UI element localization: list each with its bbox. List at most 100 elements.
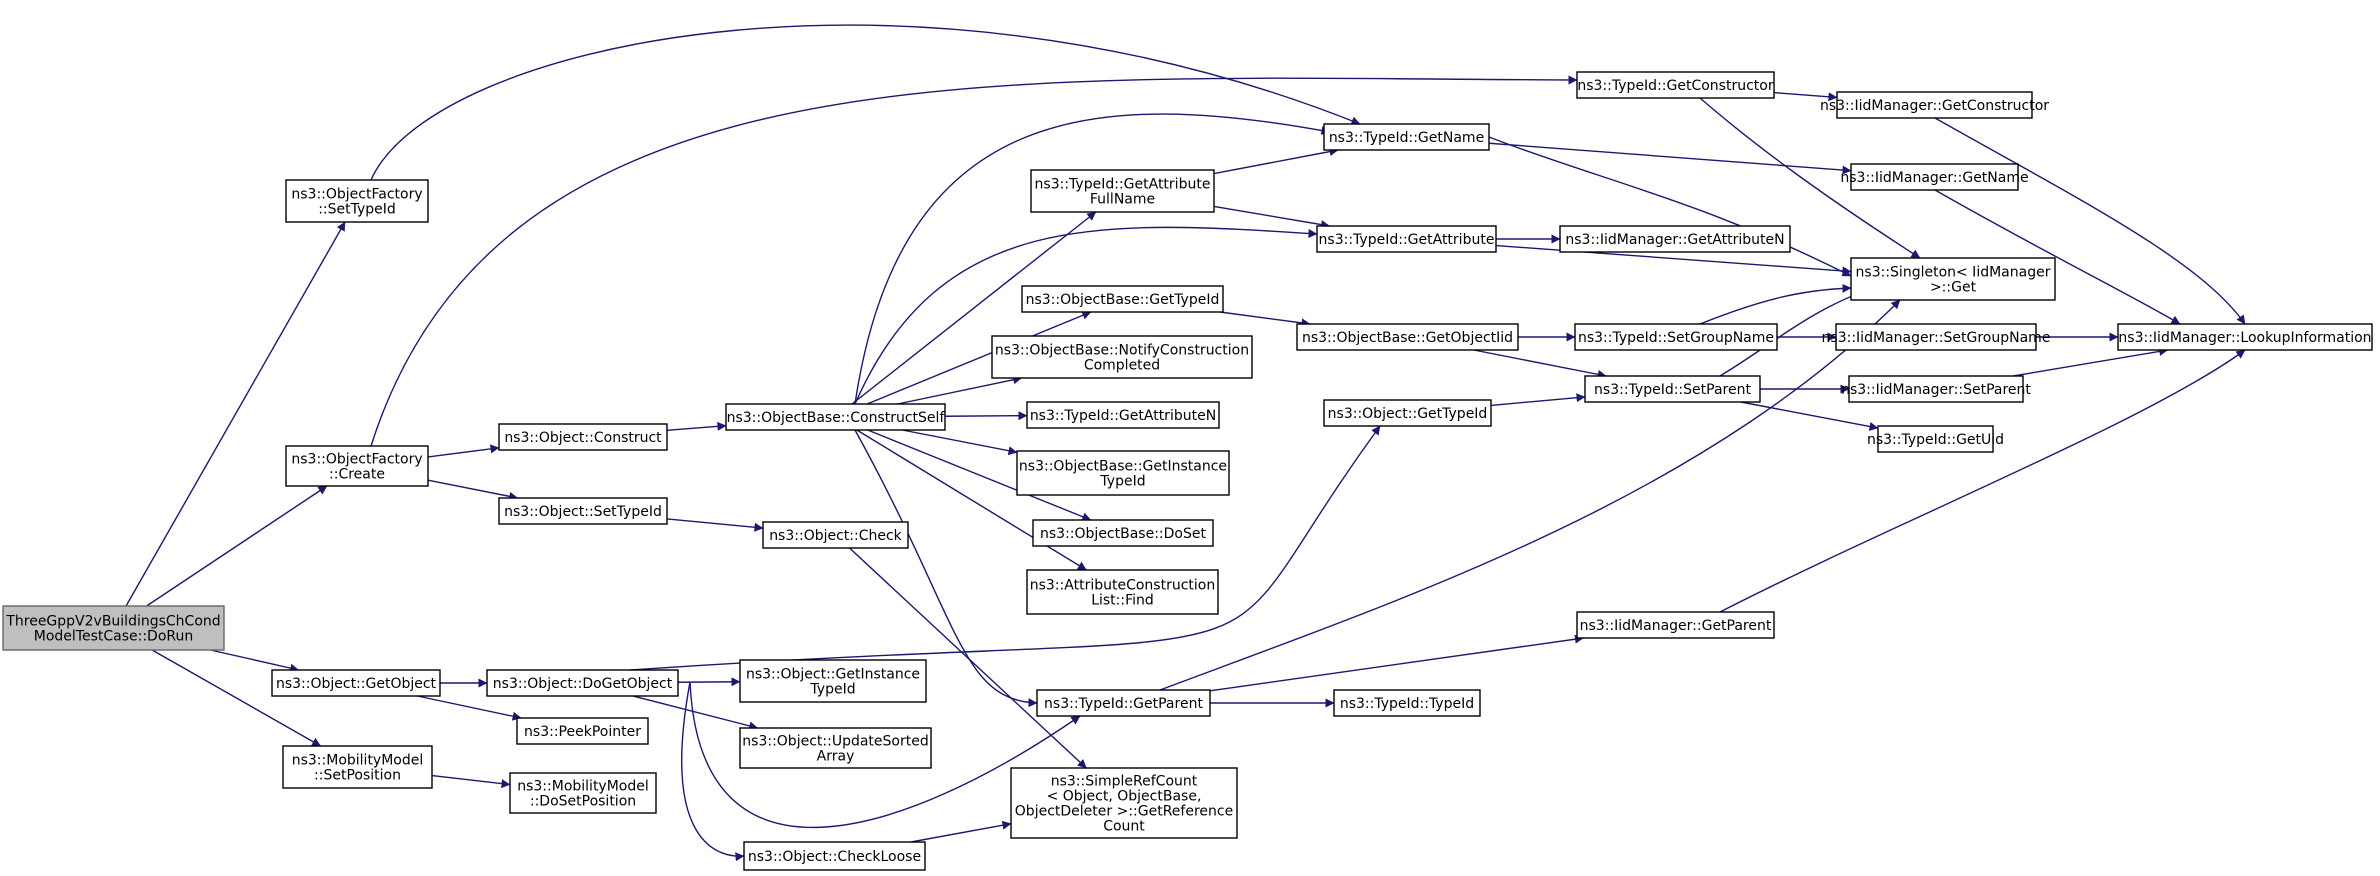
node-box [509, 772, 657, 814]
node-box [1559, 225, 1791, 253]
node-box [285, 179, 429, 223]
node-tid-getattributen[interactable]: ns3::TypeId::GetAttributeN [1026, 401, 1220, 429]
node-iid-setgroupname[interactable]: ns3::IidManager::SetGroupName [1822, 323, 2051, 351]
node-box [1850, 257, 2056, 301]
node-of-create[interactable]: ns3::ObjectFactory::Create [285, 445, 429, 487]
node-iid-getparent[interactable]: ns3::IidManager::GetParent [1576, 611, 1775, 639]
node-tid-typeid[interactable]: ns3::TypeId::TypeId [1333, 689, 1481, 717]
node-label: ns3::TypeId::GetName [1329, 130, 1484, 146]
node-singleton-get[interactable]: ns3::Singleton< IidManager >::Get [1850, 257, 2056, 301]
node-box [762, 521, 909, 549]
node-box [1026, 569, 1219, 615]
node-obj-checkloose[interactable]: ns3::Object::CheckLoose [743, 841, 926, 871]
node-label: ns3::TypeId::TypeId [1340, 696, 1474, 712]
node-label: ns3::Object::GetInstance [746, 667, 920, 683]
node-tid-getconstructor[interactable]: ns3::TypeId::GetConstructor [1576, 71, 1775, 99]
node-tid-setparent[interactable]: ns3::TypeId::SetParent [1584, 375, 1761, 403]
node-label: < Object, ObjectBase, [1047, 789, 1202, 805]
node-label: ns3::TypeId::GetAttribute [1035, 177, 1211, 193]
node-iid-setparent[interactable]: ns3::IidManager::SetParent [1841, 375, 2031, 403]
edge-ob-constructself-to-tid-getname [854, 113, 1331, 405]
node-iid-getconstructor[interactable]: ns3::IidManager::GetConstructor [1820, 91, 2049, 119]
node-peekpointer[interactable]: ns3::PeekPointer [516, 717, 649, 745]
edge-of-create-to-tid-getconstructor [370, 75, 1578, 447]
node-label: ns3::IidManager::GetAttributeN [1565, 232, 1784, 248]
edge-ob-constructself-to-ob-notifyconstructioncompleted [897, 375, 1023, 405]
node-box [1030, 169, 1215, 213]
node-iid-lookupinformation[interactable]: ns3::IidManager::LookupInformation [2117, 323, 2373, 351]
node-box [725, 403, 946, 431]
node-label: ns3::ObjectBase::GetTypeId [1026, 292, 1220, 308]
node-box [285, 445, 429, 487]
node-box [282, 745, 433, 789]
node-ob-getobjectiid[interactable]: ns3::ObjectBase::GetObjectIid [1296, 323, 1519, 351]
edge-of-settypeid-to-tid-getname [370, 24, 1361, 181]
node-obj-dogetobject[interactable]: ns3::Object::DoGetObject [486, 669, 679, 697]
node-box [2, 605, 225, 651]
edge-iid-getparent-to-iid-lookupinformation [1719, 349, 2246, 613]
node-label: Completed [1084, 358, 1160, 374]
edge-tid-setgroupname-to-singleton-get [1699, 283, 1852, 325]
edge-ob-constructself-to-tid-getattribute [854, 226, 1318, 405]
edge-ob-constructself-to-ob-doset [867, 429, 1092, 521]
node-tid-getname[interactable]: ns3::TypeId::GetName [1323, 123, 1490, 151]
node-label: ::DoSetPosition [530, 794, 636, 810]
node-obj-getobject[interactable]: ns3::Object::GetObject [271, 669, 441, 697]
node-label: ns3::Object::Construct [504, 430, 662, 446]
node-ob-doset[interactable]: ns3::ObjectBase::DoSet [1032, 519, 1214, 547]
node-ob-notifyconstructioncompleted[interactable]: ns3::ObjectBase::NotifyConstructionCompl… [991, 335, 1253, 379]
edge-ob-constructself-to-ob-getinstancetypeid [902, 429, 1018, 456]
edge-iid-getname-to-iid-lookupinformation [1934, 189, 2181, 325]
node-box [1848, 375, 2024, 403]
edge-ob-constructself-to-ob-gettypeid [866, 311, 1092, 405]
node-label: ns3::IidManager::GetName [1840, 170, 2028, 186]
nodes-layer: ThreeGppV2vBuildingsChCondModelTestCase:… [2, 71, 2373, 871]
node-label: ns3::Object::GetObject [276, 676, 437, 692]
node-label: >::Get [1930, 280, 1977, 296]
node-label: ns3::Object::DoGetObject [493, 676, 673, 692]
edge-root-to-of-create [146, 485, 328, 607]
node-tid-getattribute[interactable]: ns3::TypeId::GetAttribute [1316, 225, 1497, 253]
node-tid-setgroupname[interactable]: ns3::TypeId::SetGroupName [1574, 323, 1778, 351]
edge-tid-getname-to-iid-getname [1488, 142, 1852, 175]
edge-obj-gettypeid-to-tid-setparent [1490, 393, 1586, 407]
node-label: ns3::ObjectBase::ConstructSelf [727, 410, 946, 426]
node-label: ns3::MobilityModel [292, 753, 424, 769]
edge-tid-getconstructor-to-iid-getconstructor [1773, 91, 1838, 102]
node-tid-getuid[interactable]: ns3::TypeId::GetUid [1867, 425, 2004, 453]
node-ob-constructself[interactable]: ns3::ObjectBase::ConstructSelf [725, 403, 946, 431]
node-obj-check[interactable]: ns3::Object::Check [762, 521, 909, 549]
node-mm-dosetposition[interactable]: ns3::MobilityModel::DoSetPosition [509, 772, 657, 814]
node-root[interactable]: ThreeGppV2vBuildingsChCondModelTestCase:… [2, 605, 225, 651]
node-label: ns3::TypeId::GetParent [1044, 696, 1203, 712]
node-of-settypeid[interactable]: ns3::ObjectFactory::SetTypeId [285, 179, 429, 223]
node-label: ModelTestCase::DoRun [34, 629, 194, 645]
node-box [1877, 425, 1994, 453]
node-box [991, 335, 1253, 379]
node-iid-getattributen[interactable]: ns3::IidManager::GetAttributeN [1559, 225, 1791, 253]
node-ob-gettypeid[interactable]: ns3::ObjectBase::GetTypeId [1021, 285, 1224, 313]
node-label: ns3::TypeId::GetAttribute [1319, 232, 1495, 248]
node-tid-getparent[interactable]: ns3::TypeId::GetParent [1036, 689, 1211, 717]
edge-obj-dogetobject-to-obj-updatesortedarray [632, 695, 759, 731]
edges-layer [125, 24, 2246, 862]
node-label: ns3::MobilityModel [517, 779, 649, 795]
edge-of-create-to-obj-settypeid [427, 479, 519, 501]
node-mm-setposition[interactable]: ns3::MobilityModel::SetPosition [282, 745, 433, 789]
edge-obj-dogetobject-to-tid-getparent [689, 681, 1081, 828]
node-label: TypeId [809, 682, 855, 698]
node-obj-construct[interactable]: ns3::Object::Construct [498, 423, 668, 451]
node-label: ns3::ObjectBase::NotifyConstruction [995, 343, 1249, 359]
node-iid-getname[interactable]: ns3::IidManager::GetName [1840, 163, 2029, 191]
node-src-getreferencecount[interactable]: ns3::SimpleRefCount< Object, ObjectBase,… [1010, 767, 1238, 839]
node-obj-settypeid[interactable]: ns3::Object::SetTypeId [498, 497, 668, 525]
node-box [1584, 375, 1761, 403]
node-obj-gettypeid[interactable]: ns3::Object::GetTypeId [1323, 399, 1492, 427]
node-box [1836, 91, 2033, 119]
